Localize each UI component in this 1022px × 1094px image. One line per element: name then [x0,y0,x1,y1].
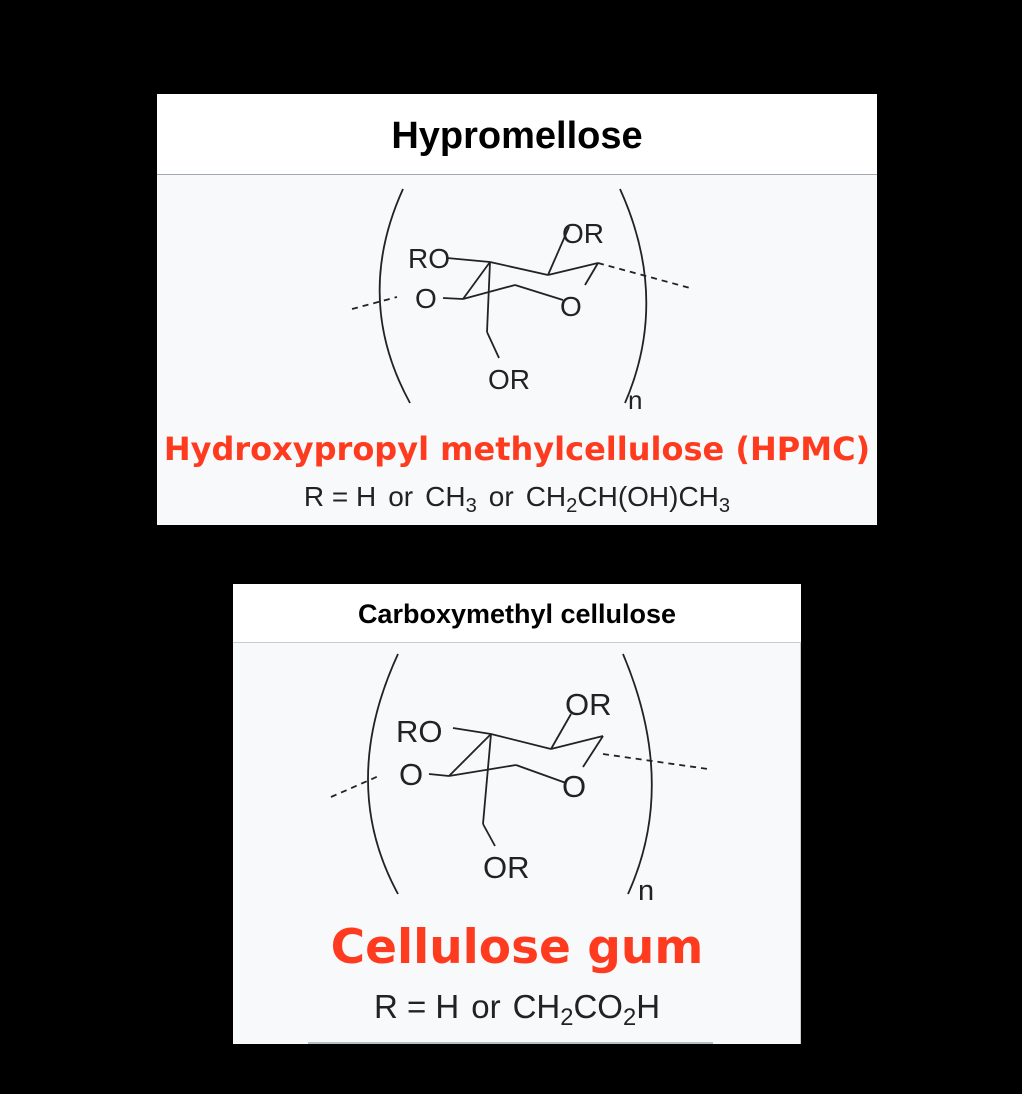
o-left-label: O [399,757,423,792]
hypromellose-title: Hypromellose [157,94,877,175]
hypromellose-card: Hypromellose RO OR O O OR n Hydroxypropy… [157,94,877,525]
repeat-n-label: n [638,875,654,907]
carboxymethyl-cellulose-card: Carboxymethyl cellulose RO OR O O OR n C… [233,584,801,1044]
cmc-title: Carboxymethyl cellulose [233,584,801,643]
right-bracket [619,188,648,404]
left-bracket [367,653,399,895]
right-bracket [622,653,653,895]
card-bottom-border [308,1042,713,1044]
left-dashed-bond [330,774,382,798]
hpmc-name: Hydroxypropyl methylcellulose (HPMC) [163,430,871,468]
o-left-label: O [415,283,437,314]
right-dashed-bond [602,753,709,770]
or-bottom-label: OR [488,364,530,395]
cellulose-gum-name: Cellulose gum [330,920,704,975]
left-dashed-bond [351,296,398,310]
right-dashed-bond [597,262,691,289]
left-bracket [378,188,411,404]
or-top-label: OR [565,687,612,722]
o-ring-label: O [562,769,586,804]
or-bottom-label: OR [483,850,530,885]
hypromellose-structure: RO OR O O OR n [351,188,691,415]
card-right-border [800,642,801,1044]
cmc-structure: RO OR O O OR n [330,653,709,907]
ro-label: RO [408,243,450,274]
o-ring-label: O [560,291,582,322]
ro-label: RO [396,714,443,749]
or-top-label: OR [562,218,604,249]
repeat-n-label: n [628,385,642,415]
